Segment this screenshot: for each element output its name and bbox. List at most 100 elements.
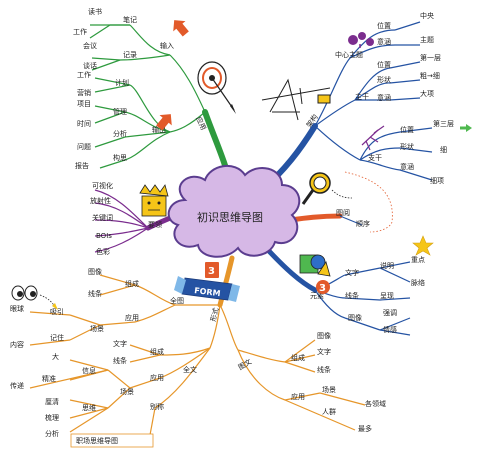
yingyong-wenti: 问题 (77, 143, 91, 151)
yuansu-chengxian: 呈现 (380, 292, 394, 300)
tuwen-changjing: 场景 (322, 385, 336, 394)
yingyong-shijian: 时间 (77, 119, 91, 128)
form-badge-text: FORM (194, 286, 221, 298)
branch-yaoling-lines (94, 189, 149, 253)
yuansu-xiantiao: 线条 (345, 291, 359, 300)
tuwen-tuxiang: 图像 (317, 331, 331, 340)
form-badge-icon: FORM 3 (174, 262, 240, 302)
quanwen-zhichang: 职场思维导图 (76, 436, 118, 445)
quanwen-liqing: 厘清 (45, 397, 59, 406)
yuansu-wenzi: 文字 (345, 268, 359, 277)
yingyong-jilu: 记录 (123, 51, 137, 59)
jiagou-xingzhuang3: 形状 (400, 142, 414, 151)
jiagou-diyiceng: 第一层 (420, 53, 441, 62)
quanwen-yingyong: 应用 (150, 373, 164, 382)
yingyong-gousi: 构思 (113, 153, 127, 162)
jiagou-weizhi3: 位置 (400, 125, 414, 134)
trunk-yuansu (265, 247, 318, 293)
yaoling-keshihua: 可视化 (92, 181, 113, 190)
quanwen-xiantiao: 线条 (113, 356, 127, 365)
yingyong-shuchu: 输出 (152, 125, 166, 134)
yingyong-biji: 笔记 (123, 15, 137, 24)
trunk-tuyue (287, 213, 343, 223)
yaoling-bois: BOIs (96, 232, 112, 240)
crane-icon (261, 78, 331, 121)
yingyong-fenxi: 分析 (113, 129, 127, 138)
tree-icon (348, 32, 374, 48)
quantu-tuxiang: 图像 (88, 267, 102, 276)
jiagou-zhugan: 主干 (355, 92, 369, 101)
yingyong-guanli: 管理 (113, 107, 127, 116)
yingyong-dushu: 读书 (88, 7, 102, 16)
yaoling-fangshexing: 放射性 (90, 196, 111, 205)
yingyong-jihua: 计划 (115, 78, 129, 87)
yuansu-qinggan: 情感 (383, 325, 397, 334)
quanwen-biecheng: 别称 (150, 402, 164, 411)
quanwen-changjing: 场景 (120, 387, 134, 396)
form-badge-number: 3 (208, 266, 215, 277)
jiagou-daxiang: 大项 (420, 89, 434, 98)
xingshi-quantu: 全图 (170, 296, 184, 305)
arrow-up-icon (156, 114, 172, 131)
xingshi-tuwen: 图文 (237, 357, 254, 372)
tuwen-yingyong: 应用 (291, 392, 305, 401)
branch-yuansu-label: 元素 (310, 291, 324, 300)
yingyong-shuru: 输入 (160, 41, 174, 50)
quantu-neirong: 内容 (10, 340, 24, 349)
yuansu-shuoming: 说明 (380, 261, 394, 270)
king-icon (139, 184, 169, 217)
yingyong-baogao: 报告 (75, 161, 89, 170)
tuwen-gelingyu: 各领域 (365, 399, 386, 408)
jiagou-yihan1: 意涵 (377, 37, 391, 46)
quanwen-da: 大 (52, 352, 59, 361)
yingyong-huiyi: 会议 (83, 41, 97, 50)
quanwen-fenxi: 分析 (45, 429, 59, 438)
tuwen-wenzi: 文字 (317, 347, 331, 356)
yuansu-badge-number: 3 (319, 283, 326, 294)
branch-xingshi-label: 形式 (208, 307, 220, 323)
yaoling-guanjianci: 关键词 (92, 213, 113, 222)
branch-tuyue-label: 图阅 (336, 209, 350, 217)
quanwen-chuandi: 传递 (10, 381, 24, 390)
jiagou-disanceng: 第三层 (433, 119, 454, 128)
jiagou-yihan2: 意涵 (377, 93, 391, 102)
quanwen-zhichang-box (70, 433, 154, 448)
arrow-down-icon (173, 20, 189, 37)
jiagou-zhuti: 主题 (420, 35, 434, 44)
tuyue-subline (339, 215, 363, 226)
quantu-changjing: 场景 (90, 324, 104, 333)
yuansu-tuxiang: 图像 (348, 313, 362, 322)
quanwen-zucheng: 组成 (150, 347, 164, 356)
jiagou-weizhi1: 位置 (377, 21, 391, 30)
arrow-right-icon (460, 124, 472, 132)
jiagou-xixiang: 细项 (430, 176, 444, 185)
yaoling-secai: 色彩 (96, 247, 110, 256)
quantu-yanqiu: 眼球 (10, 304, 24, 313)
tuwen-renqun: 人群 (322, 407, 336, 416)
trunk-xingshi (217, 255, 235, 308)
jiagou-zhongxin: 中心主题 (335, 50, 363, 59)
quantu-jizhu: 记住 (50, 333, 64, 342)
jiagou-weizhi2: 位置 (377, 60, 391, 69)
jiagou-yihan3: 意涵 (400, 162, 414, 171)
quanwen-shuli: 梳理 (45, 413, 59, 422)
yingyong-gongzuo2: 工作 (77, 70, 91, 79)
jiagou-cudaoxi: 粗→细 (420, 71, 440, 80)
jiagou-xingzhuang2: 形状 (377, 75, 391, 84)
jiagou-zhigan: 支干 (368, 153, 382, 162)
tuyue-shunxu: 顺序 (356, 219, 370, 228)
elements-icon: 3 (299, 254, 331, 294)
center-cloud: 初识思维导图 (167, 165, 301, 258)
quanwen-wenzi: 文字 (113, 339, 127, 348)
star-icon (412, 235, 434, 256)
target-icon (197, 61, 236, 114)
yingyong-tanhua: 谈话 (83, 61, 97, 70)
quanwen-xinxi: 信息 (82, 366, 96, 375)
quantu-yingyong: 应用 (125, 313, 139, 322)
yuansu-zhongdian: 重点 (411, 256, 425, 264)
dotted-connector (344, 171, 393, 233)
center-title: 初识思维导图 (197, 210, 263, 224)
branch-yaoling-label: 要领 (148, 220, 162, 229)
